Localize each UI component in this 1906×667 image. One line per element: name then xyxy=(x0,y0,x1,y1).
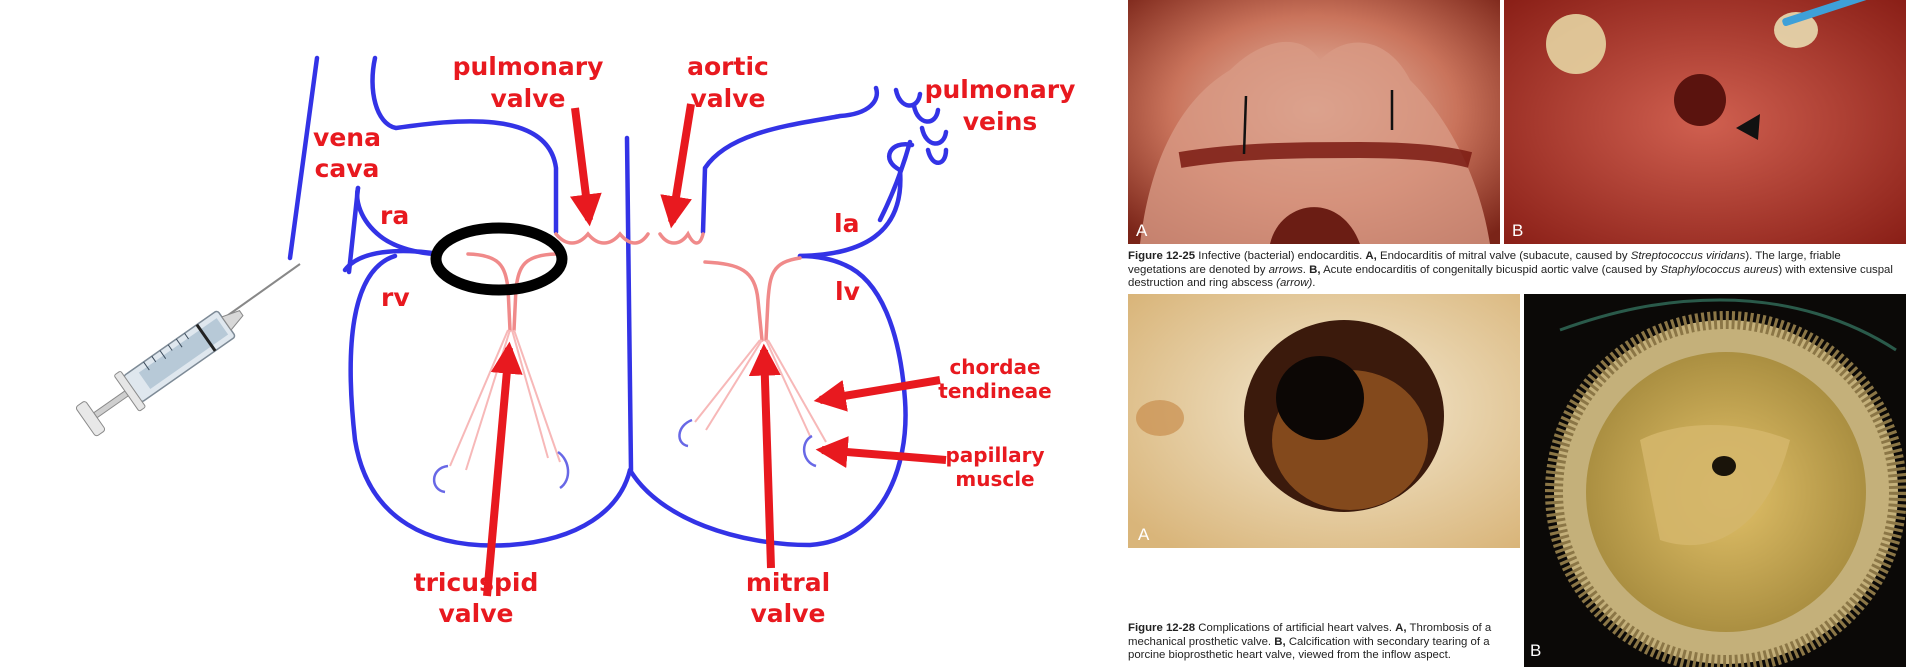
svg-text:A: A xyxy=(1136,221,1148,240)
photo-12-25-a: A xyxy=(1128,0,1500,245)
papillary-muscles xyxy=(432,418,817,494)
svg-text:B: B xyxy=(1512,221,1523,240)
photo-12-28-a: A xyxy=(1128,294,1520,548)
photo-12-28-b: B xyxy=(1524,294,1906,667)
label-arrows xyxy=(483,103,947,597)
la-label: la xyxy=(834,209,859,238)
figure-12-25-caption: Figure 12-25 Infective (bacterial) endoc… xyxy=(1128,250,1893,289)
figure-12-28-caption: Figure 12-28 Complications of artificial… xyxy=(1128,622,1492,661)
ra-label: ra xyxy=(380,201,409,230)
rv-label: rv xyxy=(381,283,410,312)
svg-text:B: B xyxy=(1530,641,1541,660)
lv-label: lv xyxy=(835,277,860,306)
photo-12-25-b: B xyxy=(1504,0,1906,244)
svg-text:A: A xyxy=(1138,525,1150,544)
syringe-icon xyxy=(75,263,301,437)
highlight-ring xyxy=(430,222,568,296)
heart-outline xyxy=(287,55,949,548)
